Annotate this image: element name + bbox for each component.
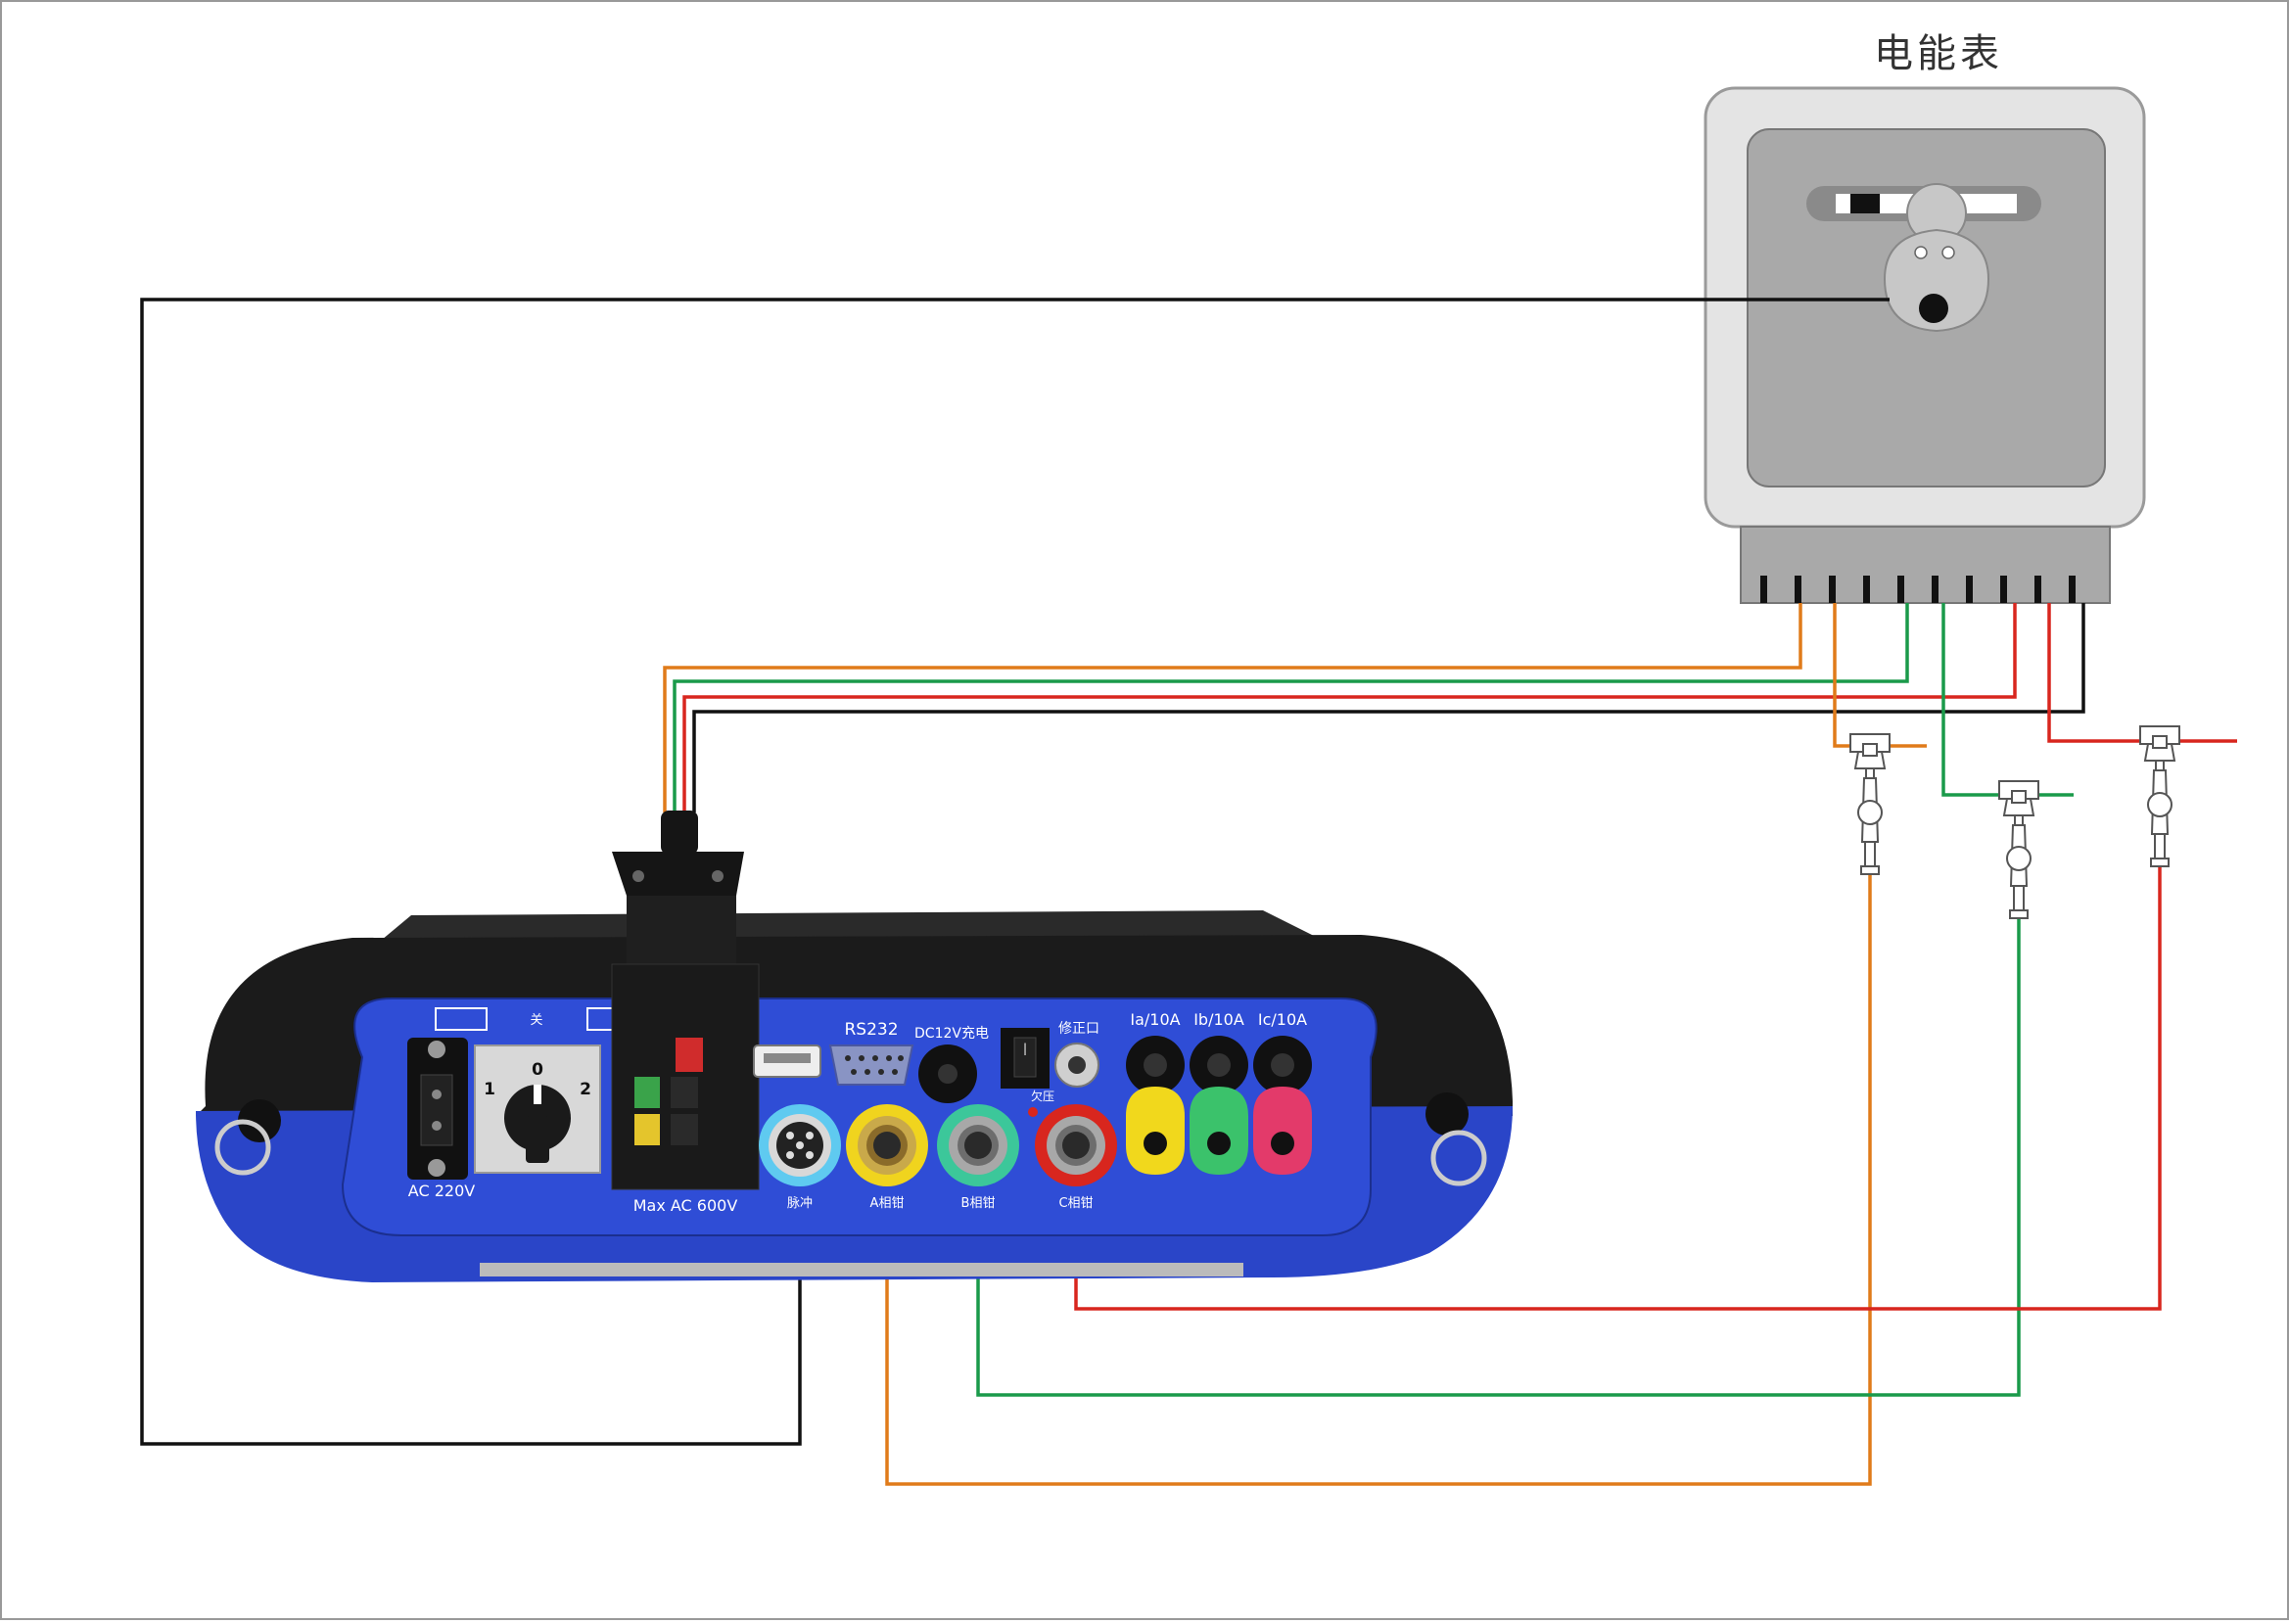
power-toggle-rocker — [1013, 1037, 1037, 1078]
voltage-wire-a — [663, 603, 1802, 812]
current-jack-a[interactable] — [1126, 1036, 1185, 1175]
meter-terminals — [1760, 576, 2076, 603]
rs232-pins — [845, 1055, 904, 1075]
switch-pos-0: 0 — [532, 1060, 543, 1080]
switch-off-label: 关 — [530, 1013, 542, 1028]
voltage-connector[interactable] — [611, 811, 760, 1190]
current-a-label: Ia/10A — [1130, 1010, 1180, 1029]
meter-pulse-port — [1883, 183, 1990, 333]
calibration-port-pin — [1068, 1056, 1086, 1074]
right-handle-knob — [1425, 1092, 1469, 1136]
voltage-wire-b — [673, 603, 1909, 812]
current-c-label: Ic/10A — [1258, 1010, 1307, 1029]
current-clamp-c — [2139, 725, 2180, 867]
clamp-cable-a — [885, 871, 1872, 1486]
switch-bracket-left — [435, 1007, 488, 1031]
left-handle-knob — [238, 1099, 281, 1142]
rs232-label: RS232 — [844, 1020, 898, 1040]
usb-port-tongue — [764, 1053, 811, 1063]
voltage-connector-label: Max AC 600V — [633, 1196, 738, 1215]
current-clamp-a — [1849, 733, 1891, 875]
energy-meter: 电能表 — [1704, 31, 2146, 604]
clamp-port-c-label: C相钳 — [1058, 1196, 1093, 1211]
dc-charge-port-pin — [938, 1064, 958, 1084]
pulse-port[interactable] — [759, 1104, 841, 1186]
current-b-label: Ib/10A — [1193, 1010, 1244, 1029]
pulse-port-label: 脉冲 — [787, 1196, 813, 1211]
clamp-line-a — [1833, 603, 1927, 748]
current-jack-b[interactable] — [1190, 1036, 1248, 1175]
voltage-wire-n — [692, 603, 2085, 812]
rs232-port[interactable] — [828, 1044, 914, 1086]
dc-charge-label: DC12V充电 — [914, 1026, 989, 1042]
clamp-port-a-label: A相钳 — [870, 1196, 905, 1211]
meter-terminal-block — [1740, 526, 2111, 604]
wires — [140, 298, 2237, 1486]
undervoltage-label: 欠压 — [1031, 1089, 1054, 1103]
meter-title: 电能表 — [1874, 31, 2003, 76]
left-handle-ring[interactable] — [214, 1119, 271, 1176]
pulse-wire — [140, 298, 1890, 1446]
current-clamp-b — [1998, 780, 2039, 919]
power-label: AC 220V — [408, 1182, 475, 1200]
right-handle-ring[interactable] — [1430, 1130, 1487, 1186]
voltage-wire-c — [682, 603, 2017, 812]
clamp-port-b[interactable] — [937, 1104, 1019, 1186]
undervoltage-led — [1028, 1107, 1038, 1117]
calibration-label: 修正口 — [1058, 1021, 1099, 1037]
clamp-port-a[interactable] — [846, 1104, 928, 1186]
current-jack-c[interactable] — [1253, 1036, 1312, 1175]
switch-pos-1: 1 — [484, 1080, 495, 1099]
test-device: AC 220V 关 1 0 2 Max AC 600V — [196, 811, 1513, 1282]
switch-knob-grip — [526, 1116, 549, 1163]
switch-knob-indicator — [534, 1085, 541, 1104]
clamp-cable-b — [976, 917, 2021, 1397]
meter-counter-digit — [1850, 194, 1880, 213]
toggle-on-mark: | — [1023, 1042, 1027, 1055]
device-base-strip — [480, 1263, 1243, 1276]
clamp-port-c[interactable] — [1035, 1104, 1117, 1186]
clamp-port-b-label: B相钳 — [961, 1196, 996, 1211]
switch-pos-2: 2 — [580, 1080, 591, 1099]
